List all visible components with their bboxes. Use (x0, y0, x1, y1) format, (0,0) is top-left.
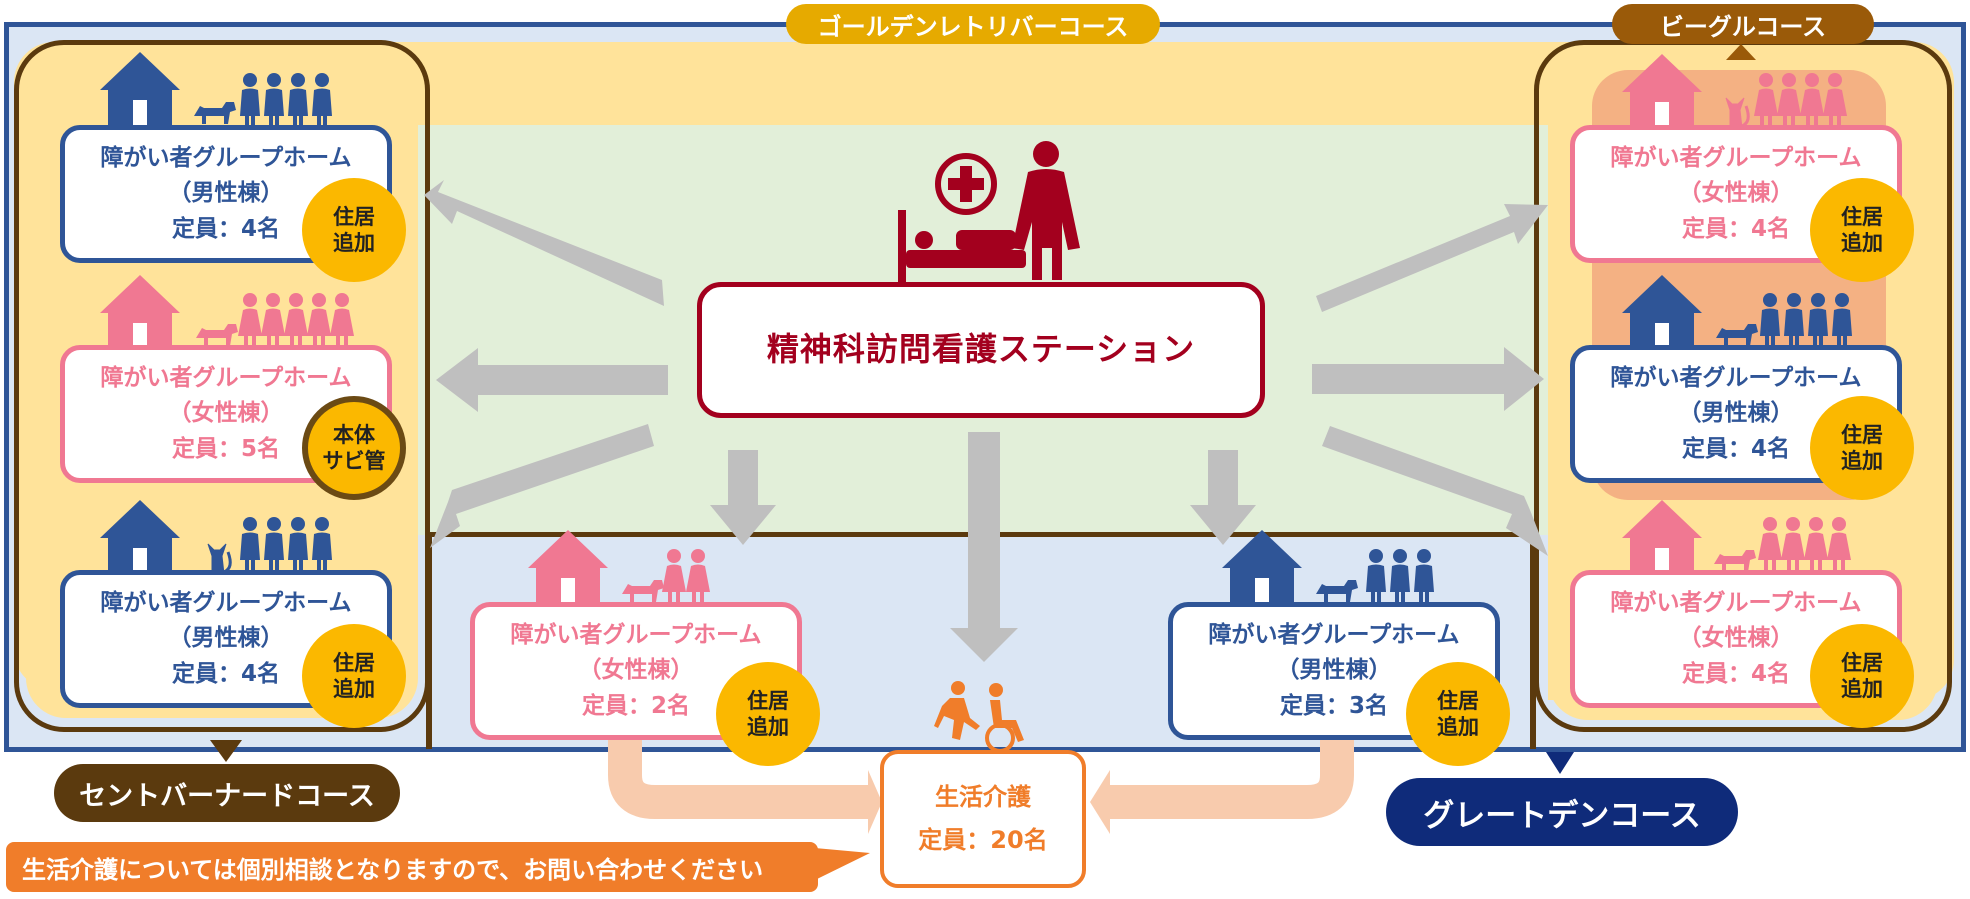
arrow-down-1-head (710, 505, 776, 545)
wheelchair-icon (934, 681, 1024, 753)
home-name: 障がい者グループホーム (1610, 364, 1862, 391)
people-icon (1754, 73, 1847, 132)
home-capacity: 定員：4名 (1681, 215, 1790, 242)
home-name: 障がい者グループホーム (1610, 144, 1862, 171)
people-icon (1760, 293, 1852, 352)
flow-from-c1 (608, 740, 868, 819)
people-icon (662, 549, 710, 608)
badge-l3: 住居追加 (302, 624, 406, 728)
home-name: 障がい者グループホーム (100, 144, 352, 171)
stbernard-border (14, 40, 430, 732)
home-name: 障がい者グループホーム (100, 364, 352, 391)
cat-icon (1724, 96, 1750, 130)
home-building: （女性棟） (1678, 625, 1794, 652)
arrow-down-center-shaft (968, 432, 1000, 632)
home-name: 障がい者グループホーム (1208, 621, 1460, 648)
people-icon (240, 73, 332, 132)
station-label: 精神科訪問看護ステーション (766, 330, 1196, 369)
home-building: （男性棟） (1678, 400, 1794, 427)
daycare-capacity: 定員：20名 (918, 826, 1048, 854)
house-icon (1622, 275, 1702, 353)
dog-icon (196, 324, 238, 346)
arrow-down-2-shaft (1208, 450, 1238, 506)
home-capacity: 定員：4名 (1681, 435, 1790, 462)
badge-c1: 住居追加 (716, 662, 820, 766)
arrow-to-l2-shaft (472, 365, 668, 395)
house-icon (1222, 530, 1302, 608)
people-icon (238, 293, 354, 352)
people-icon (1758, 517, 1851, 576)
arrow-to-r1 (1316, 204, 1548, 312)
golden-course-label: ゴールデンレトリバーコース (786, 4, 1160, 44)
central-border-right (1530, 534, 1536, 749)
nurse-bed-icon (898, 141, 1080, 282)
home-capacity: 定員：4名 (1681, 660, 1790, 687)
flow-from-c1-head (868, 770, 882, 834)
home-building: （男性棟） (168, 625, 284, 652)
arrow-down-2-head (1190, 505, 1256, 545)
house-icon (528, 530, 608, 608)
stbernard-tail (210, 740, 242, 762)
home-building: （女性棟） (168, 400, 284, 427)
flow-from-c2-head (1090, 770, 1110, 834)
home-capacity: 定員：4名 (171, 660, 280, 687)
home-capacity: 定員：4名 (171, 215, 280, 242)
arrow-to-l3 (430, 424, 654, 548)
home-building: （男性棟） (168, 180, 284, 207)
home-building: （男性棟） (1276, 657, 1392, 684)
house-icon (1622, 54, 1702, 132)
arrow-to-r2-head (1504, 347, 1544, 411)
people-icon (240, 517, 332, 576)
greatdane-tail (1546, 752, 1574, 774)
dog-icon (622, 580, 664, 602)
central-border-left (426, 534, 432, 749)
greatdane-course-label: グレートデンコース (1386, 778, 1738, 846)
badge-l1: 住居追加 (302, 178, 406, 282)
arrow-to-r2-shaft (1312, 364, 1512, 394)
dog-icon (194, 102, 236, 124)
home-capacity: 定員：3名 (1279, 692, 1388, 719)
home-capacity: 定員：2名 (581, 692, 690, 719)
home-name: 障がい者グループホーム (1610, 589, 1862, 616)
arrow-to-r3 (1322, 426, 1548, 556)
dog-icon (1316, 580, 1358, 602)
flow-from-c2 (1110, 740, 1354, 819)
beagle-tail (1726, 44, 1756, 60)
stbernard-course-label: セントバーナードコース (54, 764, 400, 822)
beagle-course-label: ビーグルコース (1612, 4, 1874, 44)
home-building: （女性棟） (578, 657, 694, 684)
home-name: 障がい者グループホーム (510, 621, 762, 648)
badge-r2: 住居追加 (1810, 396, 1914, 500)
arrow-to-l2-head (436, 348, 478, 412)
house-icon (100, 500, 180, 578)
arrow-down-1-shaft (728, 450, 758, 506)
house-icon (1622, 500, 1702, 578)
arrow-to-l1 (424, 180, 664, 306)
daycare-title: 生活介護 (935, 782, 1031, 811)
daycare-box: 生活介護 定員：20名 (880, 750, 1086, 888)
people-icon (1366, 549, 1434, 608)
station-box: 精神科訪問看護ステーション (697, 282, 1265, 418)
home-capacity: 定員：5名 (171, 435, 280, 462)
dog-icon (1716, 324, 1758, 346)
house-icon (100, 52, 180, 130)
home-building: （女性棟） (1678, 180, 1794, 207)
house-icon (100, 275, 180, 353)
arrow-down-center-head (950, 628, 1018, 662)
badge-r1: 住居追加 (1810, 178, 1914, 282)
notice-banner: 生活介護については個別相談となりますので、お問い合わせください (6, 842, 818, 892)
notice-tail (815, 848, 870, 880)
badge-l2: 本体サビ管 (302, 396, 406, 500)
badge-c2: 住居追加 (1406, 662, 1510, 766)
badge-r3: 住居追加 (1810, 624, 1914, 728)
home-name: 障がい者グループホーム (100, 589, 352, 616)
